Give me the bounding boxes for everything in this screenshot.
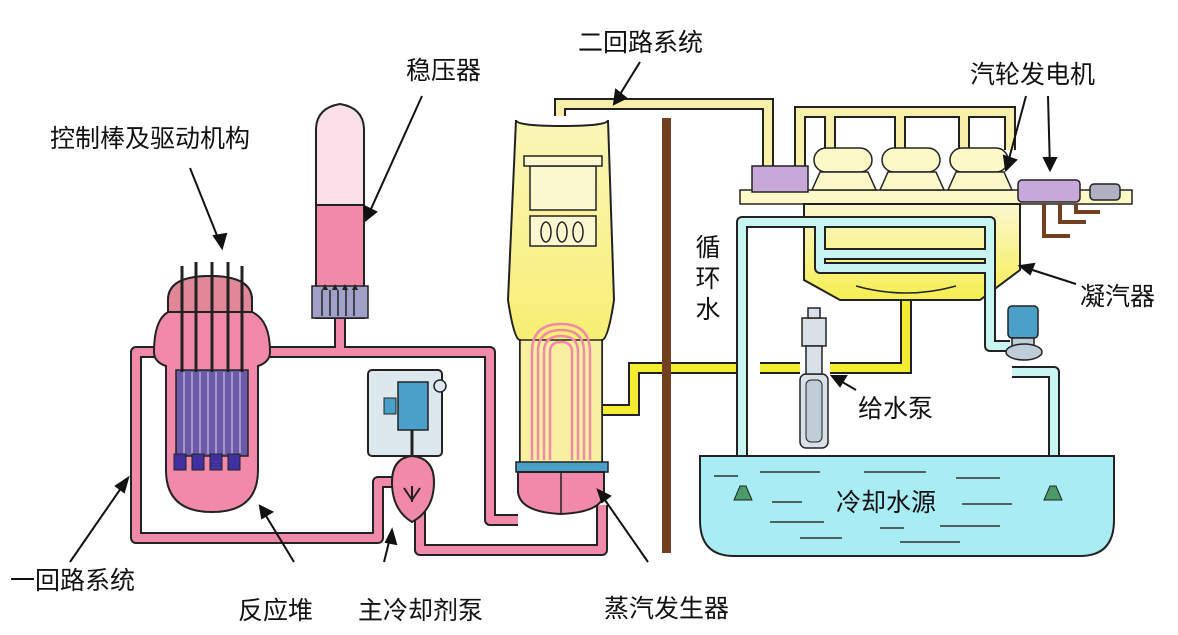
label-turbine-generator: 汽轮发电机	[970, 62, 1095, 87]
label-feed-pump: 给水泵	[858, 396, 933, 421]
label-cooling-source: 冷却水源	[836, 490, 936, 515]
label-condenser: 凝汽器	[1080, 284, 1155, 309]
label-secondary-loop: 二回路系统	[578, 30, 703, 55]
steam-piping-fill	[560, 104, 1010, 170]
label-control-rods: 控制棒及驱动机构	[50, 126, 250, 151]
label-primary-loop: 一回路系统	[10, 568, 135, 593]
circulating-pump	[1006, 306, 1042, 360]
label-coolant-pump: 主冷却剂泵	[358, 598, 483, 623]
feed-pump	[800, 308, 828, 448]
steam-generator	[508, 120, 614, 514]
label-circulating-water: 循环水	[694, 234, 719, 327]
label-reactor-core: 反应堆	[238, 598, 313, 623]
label-steam-generator: 蒸汽发生器	[604, 596, 729, 621]
label-pressurizer: 稳压器	[406, 58, 481, 83]
reactor-vessel	[154, 262, 270, 512]
pressurizer	[312, 104, 368, 318]
containment-wall	[662, 118, 671, 553]
